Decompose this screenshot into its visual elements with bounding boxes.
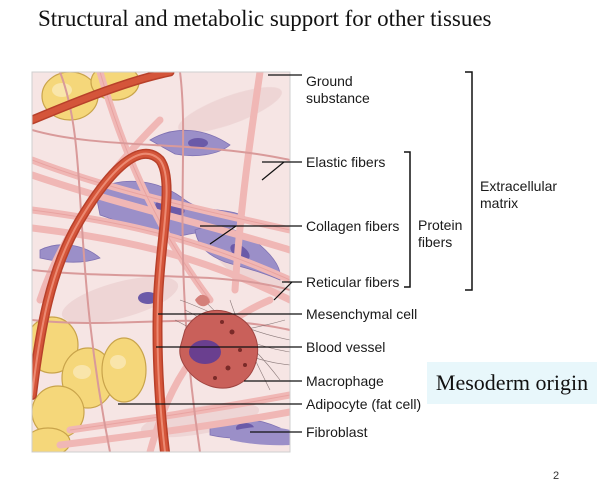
label-adipocyte: Adipocyte (fat cell) [306,396,422,412]
label-protein-fibers: Protein fibers [418,217,462,251]
label-mesenchymal-cell: Mesenchymal cell [306,306,418,322]
protein-fibers-bracket [404,151,411,288]
blood-vessel [32,72,175,452]
label-extracellular-matrix: Extracellular matrix [480,178,557,212]
label-extracellular-matrix-line2: matrix [480,195,519,211]
page-title: Structural and metabolic support for oth… [38,6,492,31]
label-ground-substance-line2: substance [306,90,370,106]
label-fibroblast: Fibroblast [306,424,368,440]
label-ground-substance-line1: Ground [306,73,353,89]
label-elastic-fibers: Elastic fibers [306,154,386,170]
leader-lines [118,74,302,433]
label-protein-fibers-line1: Protein [418,217,463,233]
label-reticular-fibers: Reticular fibers [306,274,400,290]
macrophage-cell [179,294,259,389]
extracellular-matrix-bracket [465,71,473,291]
label-collagen-fibers: Collagen fibers [306,218,400,234]
mesoderm-origin-text: Mesoderm origin [435,370,589,395]
label-blood-vessel: Blood vessel [306,339,386,355]
mesoderm-origin-box: Mesoderm origin [427,362,597,404]
page-number: 2 [553,470,560,482]
label-protein-fibers-line2: fibers [418,234,453,250]
label-ground-substance: Ground substance [306,73,370,107]
label-macrophage: Macrophage [306,373,384,389]
label-extracellular-matrix-line1: Extracellular [480,178,558,194]
panel-border [31,71,291,453]
